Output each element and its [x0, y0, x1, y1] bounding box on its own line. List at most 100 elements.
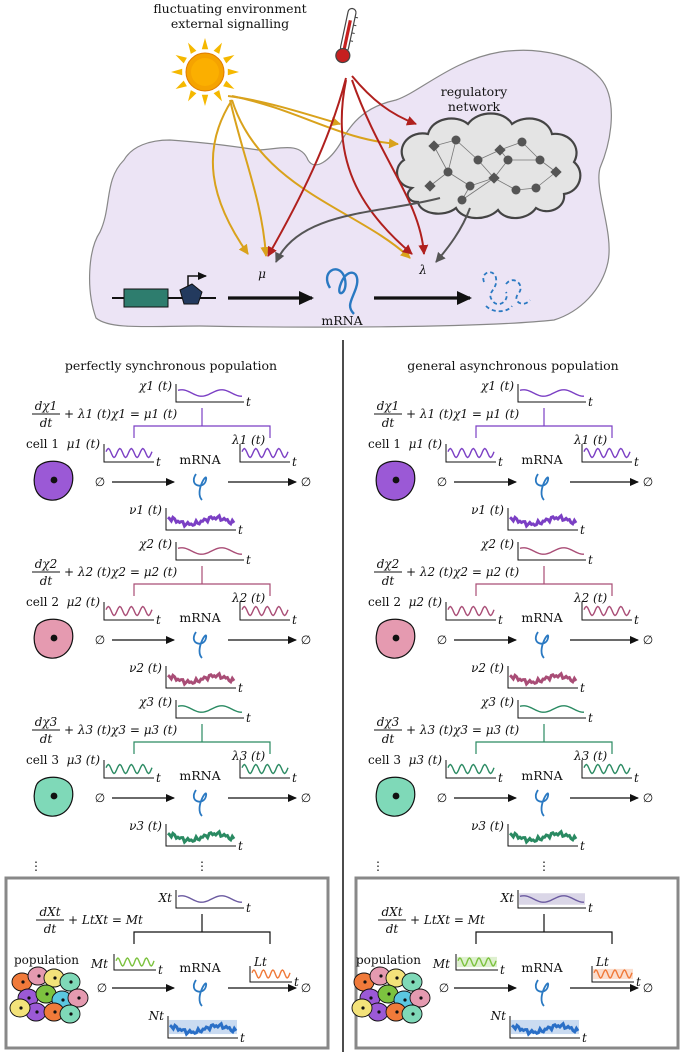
sink-empty-set: ∅ [643, 791, 653, 805]
chi-plot: t [175, 700, 251, 725]
network-label-2: network [448, 99, 501, 114]
L-plot-axes [249, 966, 292, 983]
lambda-plot-axes [581, 760, 632, 779]
mu-label: μ3 (t) [67, 753, 101, 767]
mu-plot-t: t [498, 771, 503, 785]
cluster-nucleus [27, 996, 31, 1000]
cell-label: cell 3 [26, 753, 59, 767]
cluster-nucleus [361, 1006, 365, 1010]
mu-label: μ1 (t) [409, 437, 443, 451]
M-label: Mt [90, 957, 108, 971]
N-plot-t: t [582, 1031, 587, 1045]
nu-plot-t: t [580, 523, 585, 537]
ellipsis-mid: ⋮ [196, 859, 208, 873]
sink-empty-set: ∅ [643, 981, 653, 995]
mu-plot-line [105, 763, 153, 775]
X-plot: t [175, 890, 251, 915]
sun-ray [175, 55, 187, 64]
X-plot-line [519, 895, 584, 903]
degraded-mrna-icon [482, 271, 531, 313]
sun-ray [213, 42, 222, 54]
ellipsis-row: ⋮⋮ [372, 859, 550, 873]
mrna-icon [193, 473, 207, 501]
network-node [457, 195, 467, 205]
source-empty-set: ∅ [437, 475, 447, 489]
N-plot-line [510, 1021, 580, 1037]
mrna-label: mRNA [521, 610, 563, 625]
X-plot-t: t [246, 901, 251, 915]
nu-plot-axes [507, 824, 578, 847]
X-plot-line [177, 895, 242, 903]
gene-icon [112, 272, 216, 308]
chi-plot-line [177, 547, 242, 555]
lambda-plot-axes [239, 602, 290, 621]
nu-plot-line [167, 829, 236, 845]
sun-ray [171, 68, 183, 76]
ode-rest: + LtXt = Mt [68, 913, 143, 927]
caption-line-1: fluctuating environment [153, 1, 306, 16]
chi-bracket [133, 724, 271, 754]
lambda-label: λ3 (t) [573, 749, 608, 763]
chi-plot: t [175, 542, 251, 567]
ode-rest: + λ1 (t)χ1 = μ1 (t) [406, 407, 519, 421]
mu-plot: t [445, 444, 503, 469]
N-plot: t [167, 1016, 245, 1045]
nu-plot: t [165, 824, 243, 853]
chi-plot-axes [517, 542, 586, 561]
nu-plot-t: t [238, 681, 243, 695]
lambda-label: λ1 (t) [231, 433, 266, 447]
nu-label: ν3 (t) [471, 819, 504, 833]
cluster-nucleus [363, 980, 367, 984]
X-plot-band [519, 893, 585, 905]
ode-rest: + LtXt = Mt [410, 913, 485, 927]
M-plot: t [113, 954, 163, 977]
mu-plot-t: t [156, 613, 161, 627]
chi-plot-axes [517, 700, 586, 719]
cell-cluster-icon [351, 966, 431, 1024]
lambda-plot: t [581, 444, 639, 469]
caption-line-2: external signalling [171, 16, 289, 31]
cell-label: cell 3 [368, 753, 401, 767]
chi-plot-axes [175, 700, 244, 719]
ode-denominator: dt [40, 416, 53, 430]
lambda-label: λ3 (t) [231, 749, 266, 763]
lambda-plot: t [581, 602, 639, 627]
network-node [503, 155, 513, 165]
ode-rest: + λ2 (t)χ2 = μ2 (t) [406, 565, 519, 579]
lambda-plot-t: t [634, 455, 639, 469]
nu-plot: t [507, 824, 585, 853]
lambda-plot-t: t [292, 771, 297, 785]
mu-plot: t [103, 444, 161, 469]
mu-plot-axes [103, 444, 154, 463]
L-plot-line [593, 969, 633, 979]
M-plot-t: t [158, 963, 163, 977]
lambda-plot: t [581, 760, 639, 785]
mrna-icon [325, 268, 359, 315]
cluster-nucleus [77, 996, 81, 1000]
cluster-nucleus [411, 1012, 415, 1016]
ode-denominator: dt [40, 732, 53, 746]
nu-label: ν3 (t) [129, 819, 162, 833]
cell-label: cell 2 [368, 595, 401, 609]
cluster-nucleus [395, 1010, 399, 1014]
ode-denominator: dt [382, 574, 395, 588]
population-label: population [356, 953, 421, 967]
chi-label: χ2 (t) [138, 537, 172, 551]
X-plot-axes [517, 890, 586, 909]
chi-label: χ3 (t) [480, 695, 514, 709]
signal-arrows [211, 75, 471, 263]
cluster-nucleus [377, 1010, 381, 1014]
nu-plot-t: t [238, 523, 243, 537]
panel-title: general asynchronous population [407, 358, 618, 373]
cluster-nucleus [69, 980, 73, 984]
lambda-plot-t: t [634, 613, 639, 627]
mu-label: μ1 (t) [67, 437, 101, 451]
